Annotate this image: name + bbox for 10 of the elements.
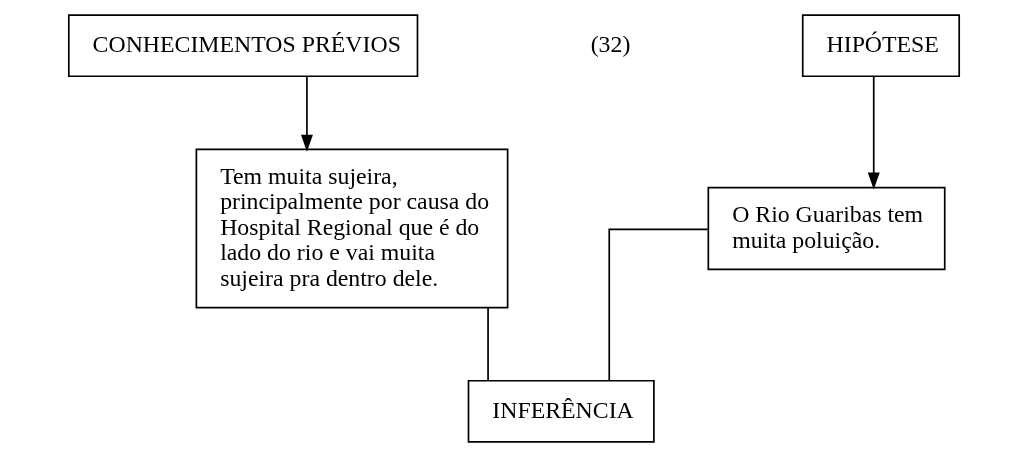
arrow — [300, 75, 313, 152]
node-box: CONHECIMENTOS PRÉVIOS — [67, 14, 419, 78]
label: (32) — [590, 30, 631, 57]
connector — [608, 228, 709, 382]
node-box: Tem muita sujeira, principalmente por causa do Hospital Regional que é do lado do rio e vai muita sujeira pra dentro dele. — [195, 148, 509, 309]
arrow — [867, 75, 880, 190]
node-box: O Rio Guaribas tem muita poluição. — [707, 186, 946, 271]
node-box: INFERÊNCIA — [467, 379, 655, 443]
node-box: HIPÓTESE — [801, 14, 961, 78]
connector — [487, 306, 489, 382]
